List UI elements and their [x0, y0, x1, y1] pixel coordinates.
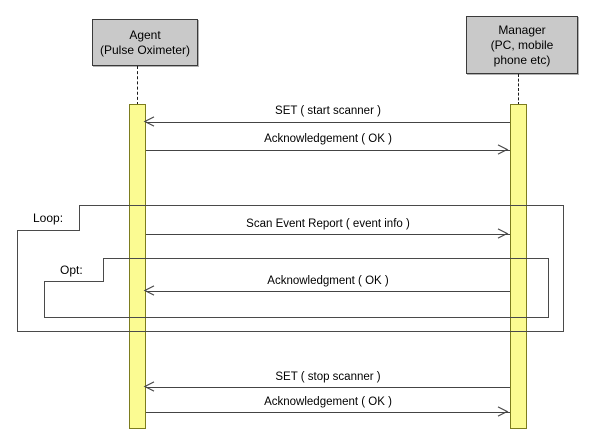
message-1-line: [146, 122, 510, 123]
participant-manager-label: Manager (PC, mobile phone etc): [467, 23, 577, 68]
participant-agent[interactable]: Agent (Pulse Oximeter): [92, 19, 198, 66]
fragment-opt: [44, 258, 549, 318]
participant-agent-line-1: Agent: [129, 27, 161, 42]
fragment-opt-label: Opt:: [60, 262, 83, 277]
activation-bar-manager: [510, 104, 527, 429]
message-4-line: [146, 291, 510, 292]
message-5-arrowhead-left: [143, 381, 155, 392]
message-4-arrowhead-left: [143, 285, 155, 296]
participant-agent-line-2: (Pulse Oximeter): [99, 42, 191, 57]
participant-manager-line-3: phone etc): [493, 52, 551, 67]
fragment-loop-label-box: Loop:: [17, 205, 80, 231]
message-6-line: [146, 412, 510, 413]
fragment-loop-label: Loop:: [33, 210, 64, 225]
message-2-line: [146, 150, 510, 151]
message-4-label: Acknowledgment ( OK ): [267, 275, 389, 287]
message-1-arrowhead-left: [143, 116, 155, 127]
message-3-arrowhead-right: [497, 228, 509, 239]
fragment-loop: [17, 205, 564, 332]
message-3-line: [146, 234, 510, 235]
participant-manager-line-1: Manager: [498, 22, 546, 37]
message-6-arrowhead-right: [497, 406, 509, 417]
message-2-label: Acknowledgement ( OK ): [264, 133, 392, 145]
participant-manager-line-2: (PC, mobile: [490, 37, 554, 52]
lifeline-agent-dashed: [137, 66, 138, 105]
fragment-opt-label-box: Opt:: [44, 258, 104, 282]
message-5-line: [146, 387, 510, 388]
participant-manager[interactable]: Manager (PC, mobile phone etc): [466, 16, 578, 74]
message-2-arrowhead-right: [497, 144, 509, 155]
message-6-label: Acknowledgement ( OK ): [264, 396, 392, 408]
message-3-label: Scan Event Report ( event info ): [246, 218, 410, 230]
participant-agent-label: Agent (Pulse Oximeter): [93, 28, 197, 58]
lifeline-manager-dashed: [518, 74, 519, 105]
activation-bar-agent: [129, 104, 146, 429]
message-5-label: SET ( stop scanner ): [275, 371, 381, 383]
message-1-label: SET ( start scanner ): [275, 105, 381, 117]
